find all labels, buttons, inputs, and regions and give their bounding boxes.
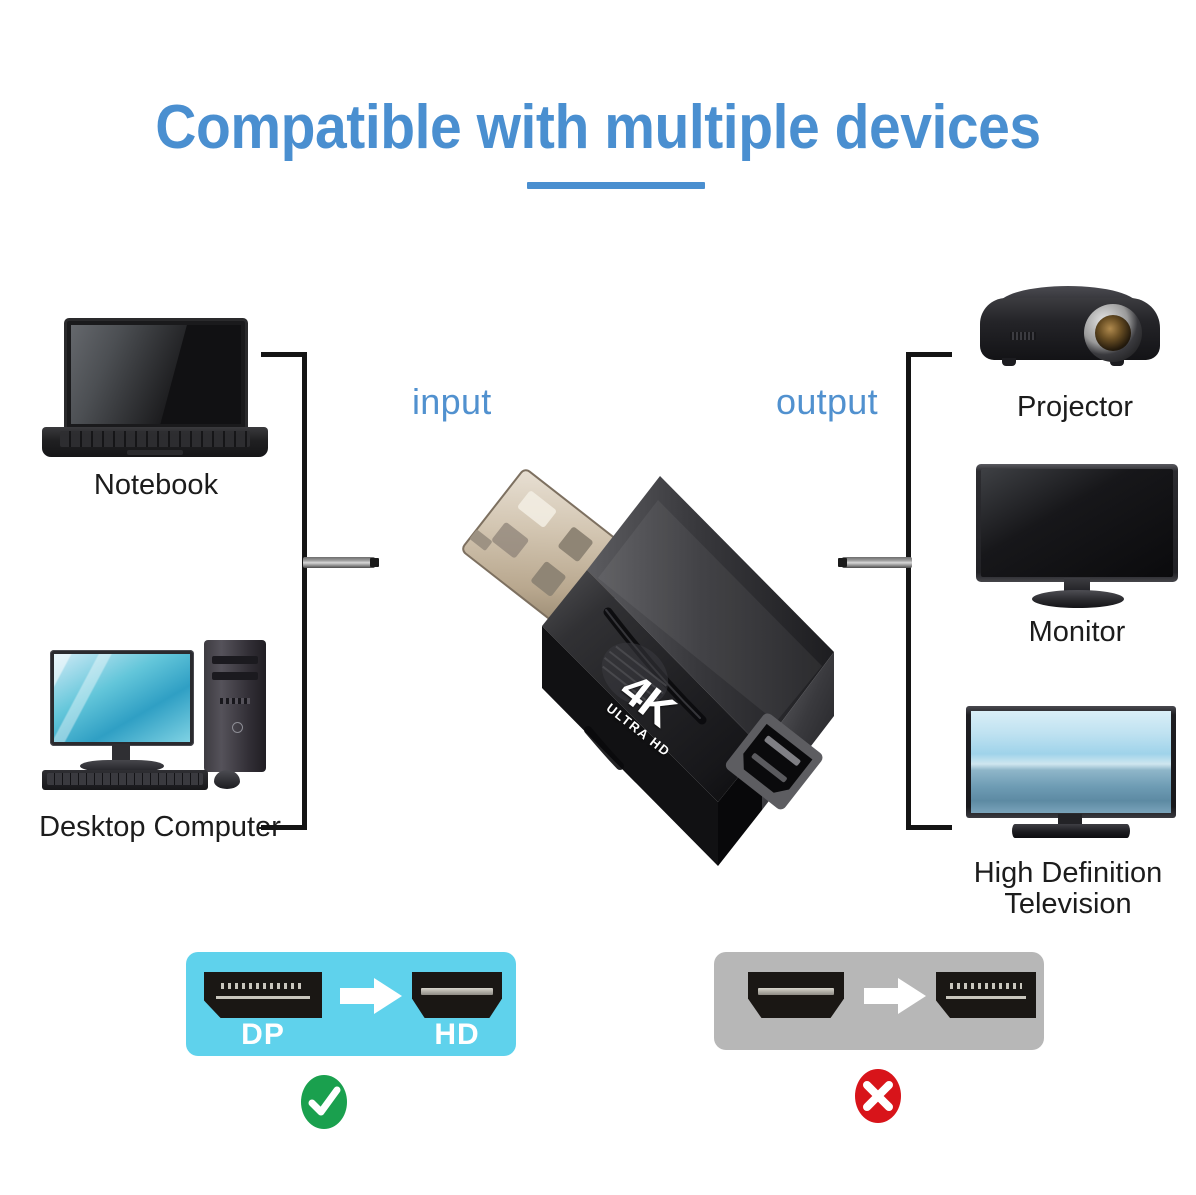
keyboard-keys: [47, 773, 203, 785]
hdmi-port-bar: [757, 987, 835, 995]
dp-port-label: DP: [241, 1018, 285, 1051]
notebook-screen: [71, 325, 241, 424]
bracket-vertical: [906, 352, 911, 830]
input-bracket: [255, 352, 307, 830]
adapter-body: 4K: [542, 476, 834, 866]
desktop-monitor-screen: [54, 654, 190, 742]
output-bracket: [906, 352, 958, 830]
hdmi-port-icon: [748, 972, 844, 1018]
cable-tip: [370, 558, 379, 567]
input-cable-stub: [303, 557, 379, 568]
hdmi-port-shell: [748, 972, 844, 1018]
arrow-right-icon: [864, 978, 926, 1014]
desktop-monitor-stand: [80, 760, 164, 772]
projector-foot: [1002, 358, 1016, 366]
unsupported-combination-panel: [714, 952, 1044, 1050]
monitor-frame: [976, 464, 1178, 582]
bracket-arm-top: [261, 352, 307, 357]
hdmi-port-icon: [412, 972, 502, 1018]
cross-mark-icon: [854, 1068, 902, 1124]
projector-vent: [1010, 332, 1036, 340]
bracket-arm-bottom: [906, 825, 952, 830]
output-cable-stub: [838, 557, 912, 568]
hdmi-female-port: [725, 713, 823, 810]
desktop-keyboard: [42, 770, 208, 790]
page-title: Compatible with multiple devices: [155, 93, 1041, 162]
dp-port-pins: [950, 983, 1022, 989]
hdtv-label: High Definition Television: [973, 857, 1163, 921]
dp-port-icon: [204, 972, 322, 1018]
dp-port-slot: [215, 995, 311, 1000]
dp-port-shell: [936, 972, 1036, 1018]
tower-power-button: [232, 722, 243, 733]
supported-combination-panel: DP HD: [186, 952, 516, 1056]
monitor-label: Monitor: [1028, 616, 1126, 648]
tower-drive-bay: [212, 672, 258, 680]
hdtv-frame: [966, 706, 1176, 818]
desktop-computer-image: [36, 640, 286, 800]
tower-drive-bay: [212, 656, 258, 664]
dp-port-slot: [946, 995, 1026, 1000]
projector-lens-ring: [1084, 304, 1142, 362]
bracket-arm-bottom: [261, 825, 307, 830]
dp-port-shell: [204, 972, 322, 1018]
monitor-screen: [981, 469, 1173, 577]
arrow-right-icon: [340, 978, 402, 1014]
output-label: output: [776, 381, 878, 422]
desktop-monitor-neck: [112, 744, 130, 764]
monitor-base: [1032, 590, 1124, 608]
desktop-mouse: [214, 770, 240, 789]
dp-port-icon: [936, 972, 1036, 1018]
bracket-vertical: [302, 352, 307, 830]
desktop-monitor: [50, 650, 194, 746]
desktop-computer-label: Desktop Computer: [39, 811, 281, 843]
projector-foot: [1110, 358, 1124, 366]
projector-label: Projector: [1016, 391, 1134, 423]
hdmi-port-label: HD: [434, 1018, 480, 1051]
notebook-screen-glare: [71, 325, 190, 424]
notebook-label: Notebook: [93, 469, 219, 501]
hdtv-base: [1012, 824, 1130, 838]
input-label: input: [412, 381, 492, 422]
tower-front-ports: [220, 698, 250, 704]
monitor-image: [976, 464, 1178, 614]
dp-port-pins: [220, 983, 306, 989]
title-underline: [527, 182, 705, 189]
check-mark-icon: [300, 1074, 348, 1130]
notebook-keyboard: [60, 431, 250, 447]
hdtv-image: [966, 706, 1176, 846]
hdtv-screen: [971, 711, 1171, 813]
projector-image: [980, 282, 1160, 374]
hdmi-port-bar: [421, 987, 493, 995]
notebook-image: [42, 318, 268, 458]
desktop-tower: [204, 640, 266, 772]
bracket-arm-top: [906, 352, 952, 357]
dp-to-hdmi-adapter-image: 4K 4K ULTRA HD: [402, 430, 852, 880]
cable-tip: [838, 558, 847, 567]
notebook-lid: [64, 318, 248, 430]
notebook-base: [42, 427, 268, 457]
projector-lens: [1095, 315, 1131, 351]
hdmi-port-shell: [412, 972, 502, 1018]
notebook-trackpad: [127, 450, 183, 455]
